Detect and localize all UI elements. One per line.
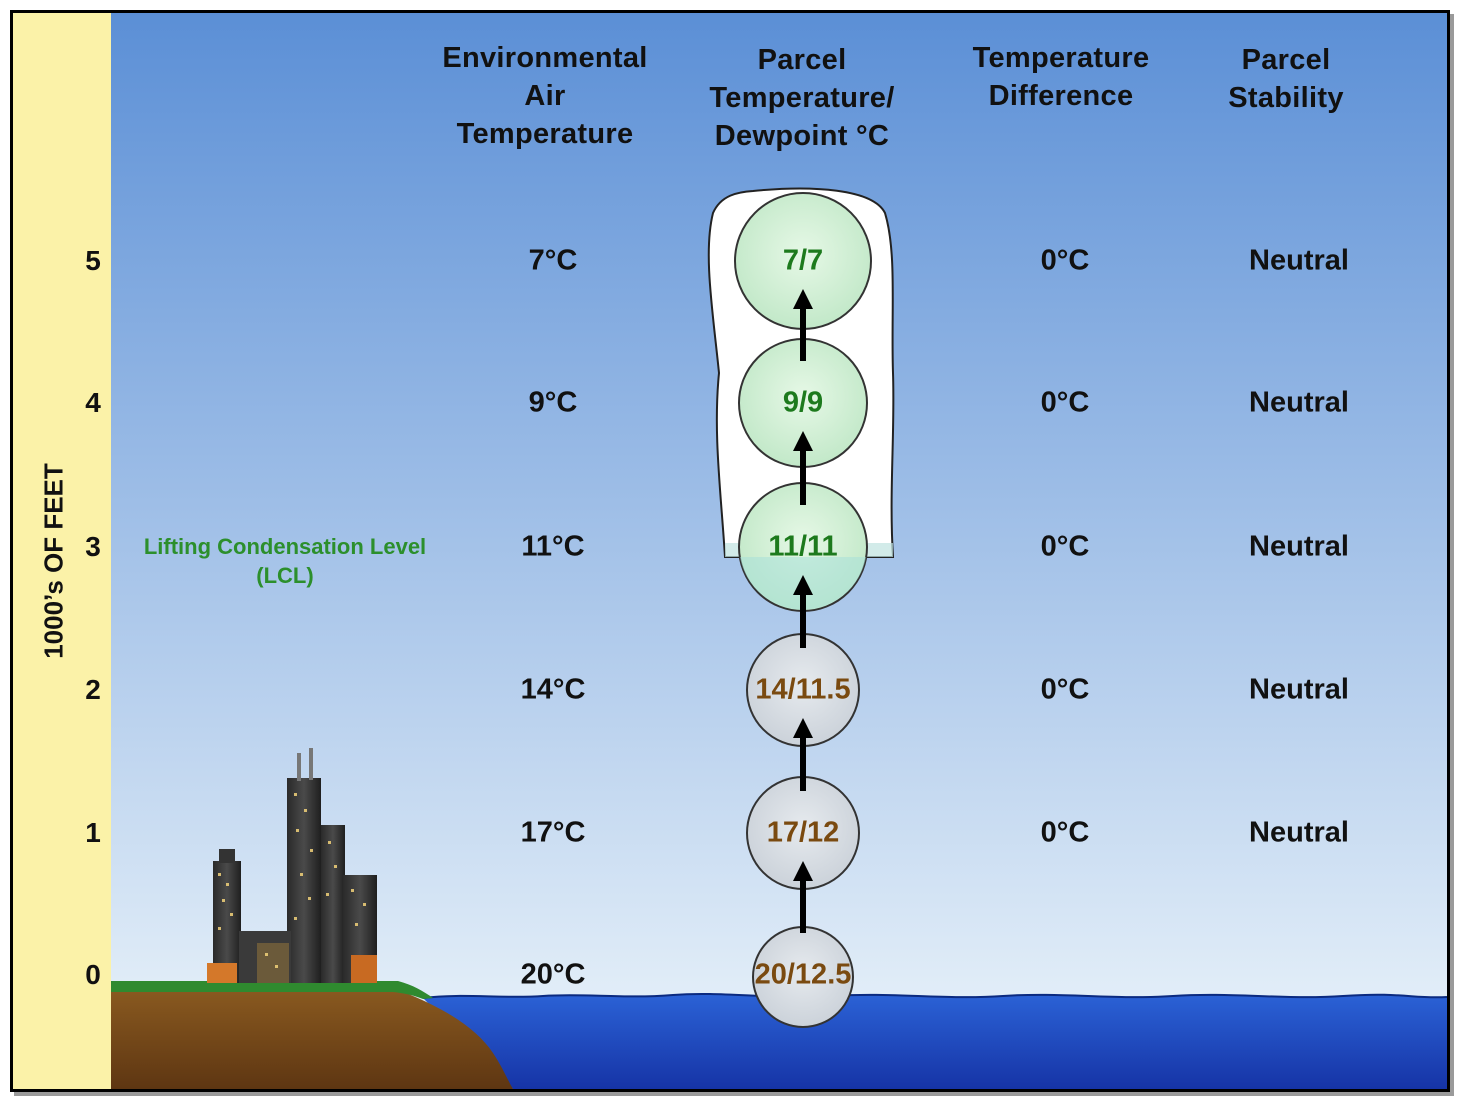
altitude-label-5: 5 bbox=[85, 245, 101, 276]
lcl-label-line-2: (LCL) bbox=[256, 563, 314, 588]
header-parcel-line-1: Parcel bbox=[757, 44, 847, 76]
altitude-label-2: 2 bbox=[85, 674, 101, 705]
parcel-stability-5: Neutral bbox=[1249, 244, 1349, 277]
parcel-stability-3: Neutral bbox=[1249, 530, 1349, 563]
lcl-label-line-1: Lifting Condensation Level bbox=[143, 534, 427, 559]
header-parcel-stability: Parcel Stability bbox=[1193, 41, 1379, 117]
header-env-line-1: Environmental bbox=[442, 42, 648, 74]
temp-difference-2: 0°C bbox=[1040, 673, 1090, 706]
env-temp-3: 11°C bbox=[521, 530, 585, 563]
temp-difference-4: 0°C bbox=[1040, 386, 1090, 419]
altitude-label-1: 1 bbox=[85, 817, 101, 848]
header-environmental-air-temperature: Environmental Air Temperature bbox=[425, 39, 665, 153]
parcel-stability-2: Neutral bbox=[1249, 673, 1349, 706]
header-temperature-difference: Temperature Difference bbox=[943, 39, 1179, 115]
env-temp-1: 17°C bbox=[520, 816, 586, 849]
lcl-label: Lifting Condensation Level (LCL) bbox=[144, 532, 426, 590]
header-env-line-2: Air bbox=[524, 80, 566, 112]
altitude-label-4: 4 bbox=[85, 387, 101, 418]
diagram-frame: Environmental Air Temperature Parcel Tem… bbox=[10, 10, 1450, 1092]
sea-surface-line bbox=[422, 992, 1447, 999]
ground-cliff bbox=[111, 988, 513, 1089]
grass-strip bbox=[111, 981, 433, 999]
parcel-value-0: 20/12.5 bbox=[754, 958, 852, 991]
city-skyline bbox=[207, 748, 377, 983]
axis-band bbox=[13, 13, 111, 1089]
y-axis-title: 1000’s OF FEET bbox=[38, 463, 69, 659]
ascent-arrow-head bbox=[793, 575, 813, 595]
altitude-label-0: 0 bbox=[85, 959, 101, 990]
header-stab-line-1: Parcel bbox=[1241, 44, 1331, 76]
header-diff-line-1: Temperature bbox=[972, 42, 1150, 74]
env-temp-5: 7°C bbox=[528, 244, 578, 277]
ascent-arrow-head bbox=[793, 431, 813, 451]
env-temp-4: 9°C bbox=[528, 386, 578, 419]
parcel-value-2: 14/11.5 bbox=[755, 673, 851, 706]
ascent-arrow-head bbox=[793, 718, 813, 738]
parcel-stability-4: Neutral bbox=[1249, 386, 1349, 419]
header-parcel-temperature-dewpoint: Parcel Temperature/ Dewpoint °C bbox=[689, 41, 915, 155]
parcel-value-5: 7/7 bbox=[782, 244, 824, 277]
env-temp-0: 20°C bbox=[520, 958, 586, 991]
parcel-column bbox=[734, 192, 872, 1028]
header-env-line-3: Temperature bbox=[456, 118, 634, 150]
altitude-label-3: 3 bbox=[85, 531, 101, 562]
temp-difference-5: 0°C bbox=[1040, 244, 1090, 277]
header-stab-line-2: Stability bbox=[1228, 82, 1344, 114]
parcel-value-4: 9/9 bbox=[782, 386, 824, 419]
parcel-value-3: 11/11 bbox=[768, 530, 838, 563]
temp-difference-3: 0°C bbox=[1040, 530, 1090, 563]
ascent-arrow-head bbox=[793, 289, 813, 309]
header-diff-line-2: Difference bbox=[988, 80, 1134, 112]
parcel-stability-1: Neutral bbox=[1249, 816, 1349, 849]
temp-difference-1: 0°C bbox=[1040, 816, 1090, 849]
sea bbox=[423, 993, 1447, 1089]
header-parcel-line-2: Temperature/ bbox=[709, 82, 895, 114]
ascent-arrow-head bbox=[793, 861, 813, 881]
parcel-value-1: 17/12 bbox=[766, 816, 840, 849]
scene-canvas bbox=[13, 13, 1447, 1089]
env-temp-2: 14°C bbox=[520, 673, 586, 706]
header-parcel-line-3: Dewpoint °C bbox=[714, 120, 890, 152]
